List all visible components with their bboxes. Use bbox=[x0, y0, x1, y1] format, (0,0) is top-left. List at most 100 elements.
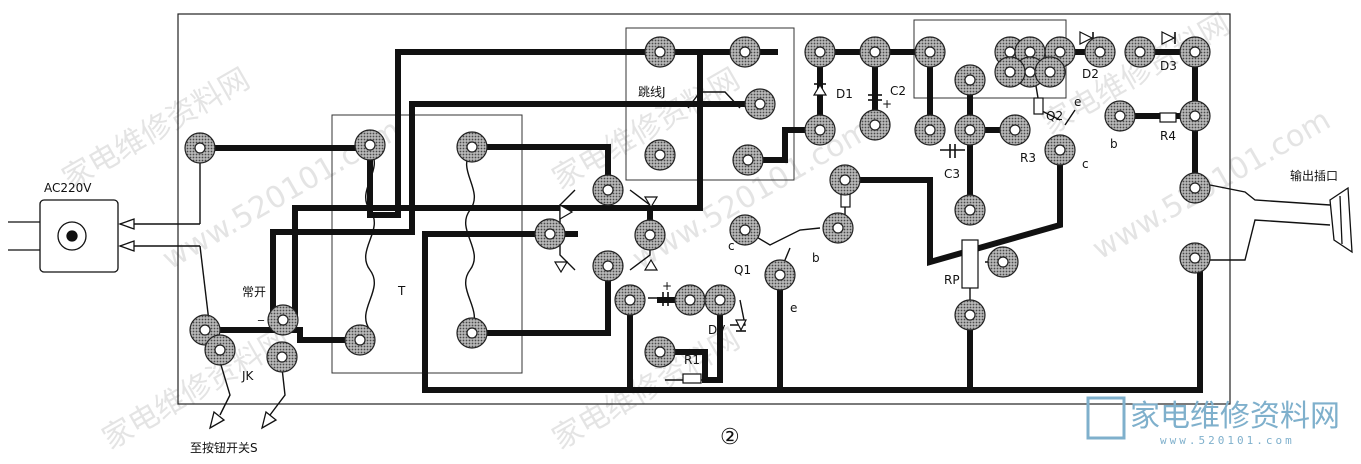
logo-url: www.520101.com bbox=[1160, 434, 1295, 447]
diodes bbox=[553, 31, 1176, 332]
q1-b-label: b bbox=[812, 251, 820, 265]
output-socket-label: 输出插口 bbox=[1290, 168, 1338, 183]
c2-label: C2 bbox=[890, 84, 906, 98]
dv-label: DV bbox=[708, 323, 726, 337]
r1-label: R1 bbox=[684, 353, 700, 367]
pad-hole bbox=[869, 46, 881, 58]
pad-hole bbox=[1054, 144, 1066, 156]
pad-hole bbox=[602, 260, 614, 272]
rp-potentiometer bbox=[961, 239, 979, 289]
q1-c-label: c bbox=[728, 239, 735, 253]
minus-mark: _ bbox=[257, 307, 265, 321]
pad-hole bbox=[602, 184, 614, 196]
pad-hole bbox=[924, 124, 936, 136]
d1-diode bbox=[812, 83, 828, 96]
r1-resistor bbox=[682, 373, 702, 384]
rp-label: RP bbox=[944, 273, 960, 287]
q1-label: Q1 bbox=[734, 263, 751, 277]
pads bbox=[184, 36, 1211, 373]
pad-hole bbox=[924, 46, 936, 58]
switch-arrows bbox=[208, 410, 278, 430]
small-components bbox=[682, 97, 1177, 384]
pad-hole bbox=[214, 344, 226, 356]
q2-label: Q2 bbox=[1046, 109, 1063, 123]
pad-hole bbox=[739, 224, 751, 236]
pad-hole bbox=[1009, 124, 1021, 136]
pad-hole bbox=[832, 222, 844, 234]
q2-e-label: e bbox=[1074, 95, 1081, 109]
pad-hole bbox=[624, 294, 636, 306]
pad-hole bbox=[544, 228, 556, 240]
pad-hole bbox=[466, 141, 478, 153]
pad-hole bbox=[1114, 110, 1126, 122]
pad-hole bbox=[684, 294, 696, 306]
q1-e-label: e bbox=[790, 301, 797, 315]
ac-input-label: AC220V bbox=[44, 181, 92, 195]
d1-label: D1 bbox=[836, 87, 853, 101]
pad-hole bbox=[1054, 46, 1066, 58]
pad-hole bbox=[964, 309, 976, 321]
to-switch-label: 至按钮开关S bbox=[190, 440, 258, 455]
pad-hole bbox=[869, 119, 881, 131]
bridge-diode bbox=[643, 258, 659, 271]
watermark-text: 家电维修资料网 bbox=[547, 62, 746, 197]
pad-hole bbox=[742, 154, 754, 166]
c2-plus: + bbox=[882, 97, 892, 111]
bridge-diode bbox=[559, 203, 574, 221]
q2-b-label: b bbox=[1110, 137, 1118, 151]
pad-hole bbox=[739, 46, 751, 58]
pad-hole bbox=[774, 269, 786, 281]
site-logo: 家电维修资料网 www.520101.com bbox=[1086, 396, 1340, 447]
pad-hole bbox=[1024, 46, 1036, 58]
pad-hole bbox=[714, 294, 726, 306]
pad-hole bbox=[1044, 66, 1056, 78]
pad-hole bbox=[199, 324, 211, 336]
pad-hole bbox=[644, 229, 656, 241]
q2-base-resistor bbox=[1033, 97, 1044, 115]
board-outline bbox=[177, 13, 1231, 405]
c3-label: C3 bbox=[944, 167, 960, 181]
d2-diode bbox=[1079, 31, 1094, 45]
pad-hole bbox=[839, 174, 851, 186]
bridge-diode bbox=[553, 261, 569, 274]
pad-hole bbox=[754, 98, 766, 110]
capacitor-plates bbox=[662, 94, 956, 306]
jumper-label: 跳线J bbox=[638, 85, 666, 99]
pad-hole bbox=[1024, 66, 1036, 78]
pad-hole bbox=[1189, 110, 1201, 122]
transformer-label: T bbox=[397, 284, 406, 298]
pad-hole bbox=[1134, 46, 1146, 58]
pad-hole bbox=[1189, 46, 1201, 58]
pad-hole bbox=[1094, 46, 1106, 58]
pad-hole bbox=[814, 124, 826, 136]
pad-hole bbox=[654, 46, 666, 58]
pad-hole bbox=[277, 314, 289, 326]
normally-open-label: 常开 bbox=[242, 285, 266, 299]
dv-diode bbox=[735, 319, 747, 332]
logo-icon bbox=[1086, 396, 1126, 440]
pad-hole bbox=[1189, 252, 1201, 264]
figure-number: ② bbox=[720, 425, 740, 450]
cap-plus: + bbox=[662, 279, 672, 293]
pad-hole bbox=[354, 334, 366, 346]
d2-label: D2 bbox=[1082, 67, 1099, 81]
output-socket-symbol bbox=[1329, 186, 1353, 254]
pad-hole bbox=[1189, 182, 1201, 194]
labels: AC220V 常开 _ JK 至按钮开关S T 跳线J D1 C2 + C3 R… bbox=[44, 59, 1338, 455]
r4-resistor bbox=[1159, 112, 1177, 123]
r3-label: R3 bbox=[1020, 151, 1036, 165]
pad-hole bbox=[364, 139, 376, 151]
pad-hole bbox=[654, 346, 666, 358]
d3-diode bbox=[1161, 31, 1176, 45]
pad-hole bbox=[276, 351, 288, 363]
pad-hole bbox=[964, 204, 976, 216]
jack-label: JK bbox=[241, 369, 255, 383]
pad-hole bbox=[814, 46, 826, 58]
d3-label: D3 bbox=[1160, 59, 1177, 73]
pad-hole bbox=[997, 256, 1009, 268]
bridge-diode bbox=[643, 196, 659, 209]
pad-hole bbox=[466, 327, 478, 339]
r4-label: R4 bbox=[1160, 129, 1176, 143]
pad-hole bbox=[1004, 46, 1016, 58]
